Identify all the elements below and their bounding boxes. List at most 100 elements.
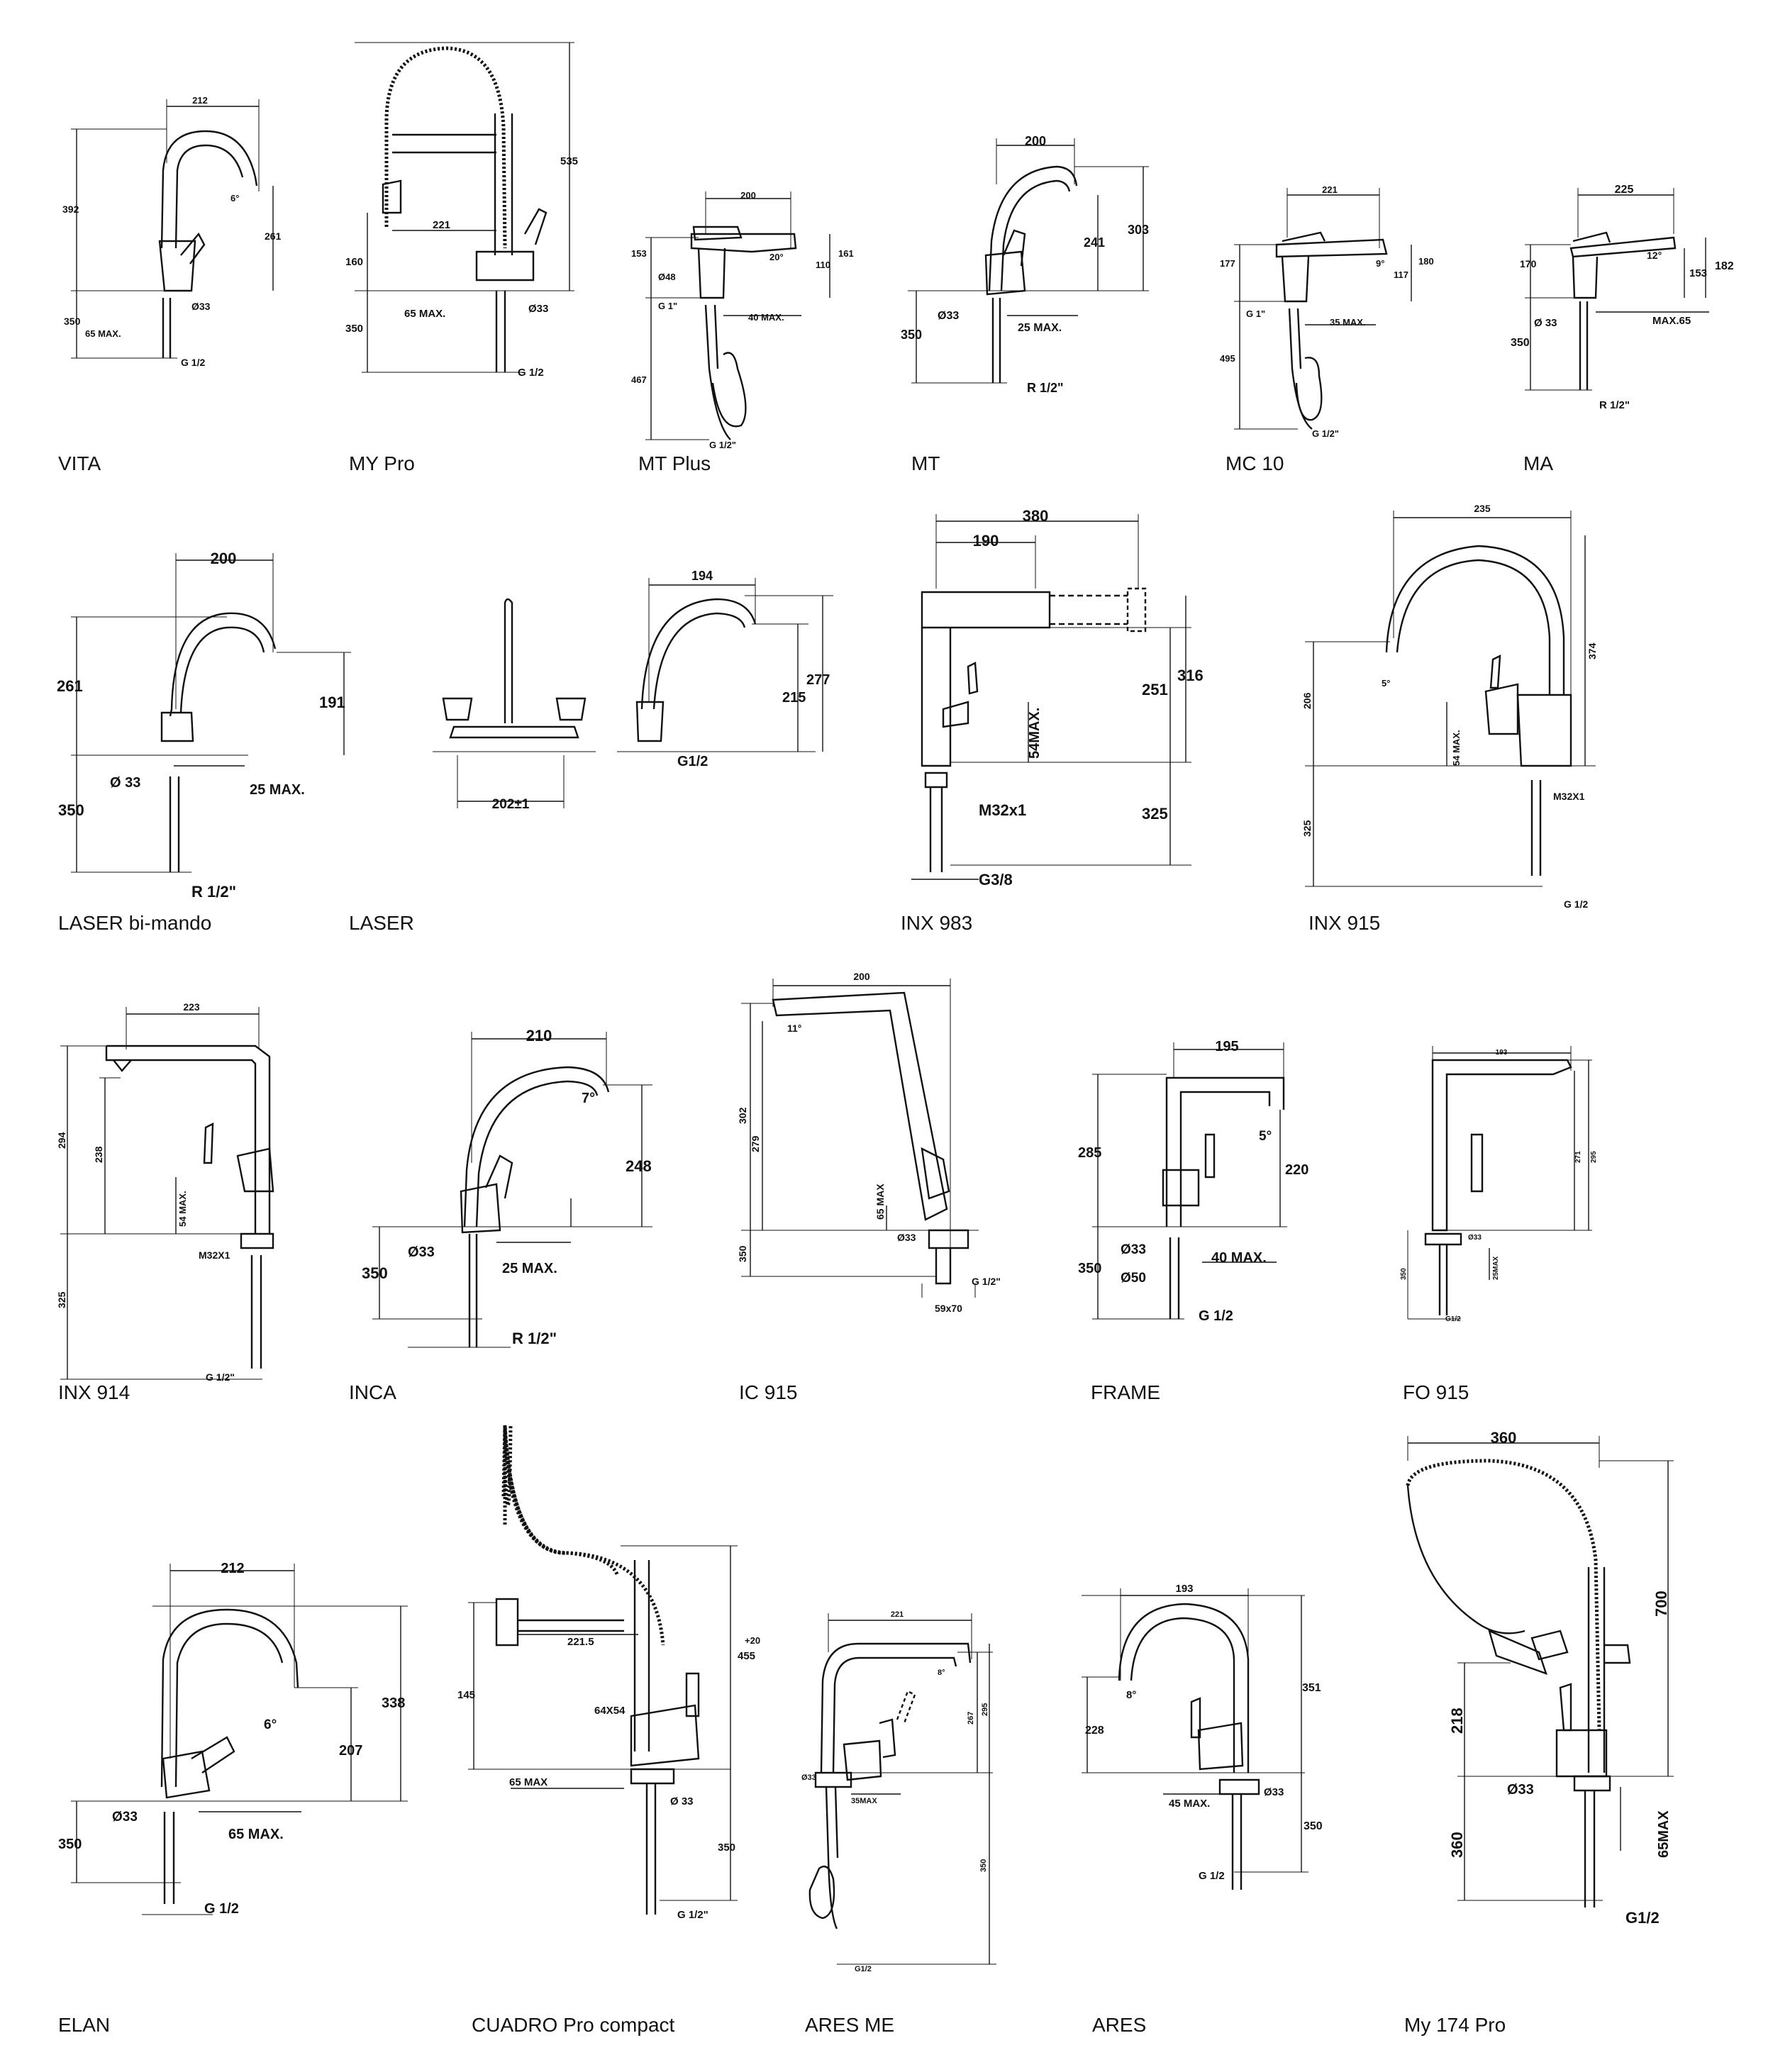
- dim-mc10-3: 9°: [1376, 258, 1384, 269]
- model-name-aresme: ARES ME: [805, 2014, 895, 2036]
- dim-inx914-0: 223: [183, 1001, 200, 1013]
- drawing-laser: 202±1 194 215 277 G1/2: [433, 569, 833, 812]
- dim-fo915-2: 295: [1590, 1151, 1598, 1163]
- dim-mypro-6: G 1/2: [518, 367, 544, 379]
- dim-laserbi-6: R 1/2": [191, 883, 236, 901]
- dim-aresme-6: 350: [979, 1859, 988, 1872]
- dim-ares-2: 228: [1085, 1725, 1104, 1737]
- dim-laser-3: G1/2: [677, 754, 708, 769]
- dim-inx983-6: 325: [1142, 805, 1168, 823]
- drawing-mt: 200 303 241 Ø33 25 MAX. 350 R 1/2": [901, 134, 1149, 395]
- model-name-frame: FRAME: [1091, 1381, 1160, 1403]
- drawing-laserbi: 200 261 191 Ø 33 25 MAX. 350 R 1/2": [57, 550, 351, 901]
- dim-fo915-6: G1/2: [1445, 1315, 1461, 1323]
- model-name-my174: My 174 Pro: [1404, 2014, 1506, 2036]
- dim-inx914-1: 294: [56, 1132, 67, 1149]
- dim-inx983-1: 190: [973, 532, 999, 550]
- model-name-elan: ELAN: [58, 2014, 111, 2036]
- dim-mt-6: R 1/2": [1027, 381, 1064, 395]
- dim-mtplus-0: 200: [740, 190, 756, 201]
- dim-laserbi-0: 200: [211, 550, 237, 567]
- dim-my174-0: 360: [1491, 1429, 1517, 1447]
- drawing-fo915: 193 271 295 Ø33 350 25MAX G1/2: [1400, 1046, 1598, 1323]
- dim-cuadro-2: 221.5: [567, 1636, 594, 1648]
- dim-ma-7: 350: [1511, 337, 1530, 349]
- dim-cuadro-7: 350: [718, 1842, 735, 1854]
- dim-mtplus-2: 161: [838, 248, 854, 259]
- dim-laserbi-2: 191: [319, 694, 345, 711]
- dim-aresme-4: Ø33: [801, 1773, 816, 1782]
- dim-ic915-5: Ø33: [897, 1232, 916, 1243]
- dim-elan-0: 212: [221, 1561, 244, 1576]
- dim-aresme-1: 8°: [938, 1669, 945, 1677]
- dim-elan-4: Ø33: [112, 1810, 138, 1825]
- dim-ma-0: 225: [1615, 184, 1634, 196]
- model-name-ma: MA: [1523, 452, 1553, 474]
- model-name-inx914: INX 914: [58, 1381, 130, 1403]
- dim-vita-4: Ø33: [191, 301, 211, 312]
- dim-fo915-0: 193: [1496, 1049, 1508, 1057]
- dim-laserbi-3: Ø 33: [110, 775, 140, 791]
- dim-fo915-5: 25MAX: [1492, 1256, 1500, 1280]
- dim-ma-2: 12°: [1647, 250, 1662, 261]
- dim-inca-0: 210: [526, 1027, 552, 1045]
- dim-vita-2: 261: [265, 230, 282, 242]
- drawing-ma: 225 170 12° 153 182 Ø 33 MAX.65 350 R 1/…: [1511, 184, 1734, 411]
- dim-elan-5: 65 MAX.: [228, 1827, 284, 1842]
- dim-ic915-1: 11°: [787, 1023, 801, 1034]
- dim-ares-7: G 1/2: [1199, 1870, 1225, 1882]
- dim-elan-7: G 1/2: [204, 1901, 239, 1917]
- dim-inx983-5: M32x1: [979, 801, 1026, 819]
- dim-laser-4: 202±1: [492, 797, 530, 812]
- dim-inx915-2: 374: [1586, 642, 1598, 659]
- dim-mtplus-3: 20°: [769, 252, 784, 262]
- model-name-fo915: FO 915: [1403, 1381, 1469, 1403]
- dim-aresme-0: 221: [891, 1610, 904, 1619]
- dim-my174-3: Ø33: [1507, 1782, 1534, 1798]
- dim-ares-6: 350: [1304, 1820, 1323, 1832]
- dim-cuadro-0: 455: [738, 1650, 755, 1662]
- dim-inca-6: R 1/2": [512, 1330, 557, 1347]
- dim-mypro-1: 221: [433, 219, 450, 231]
- dim-vita-0: 212: [192, 95, 208, 106]
- dim-frame-7: Ø50: [1121, 1271, 1146, 1286]
- dim-mtplus-8: 467: [631, 374, 647, 385]
- dim-frame-0: 195: [1215, 1039, 1238, 1054]
- dim-ares-4: 45 MAX.: [1169, 1798, 1210, 1810]
- model-name-mtplus: MT Plus: [638, 452, 711, 474]
- model-name-ares: ARES: [1092, 2014, 1147, 2036]
- dim-ma-6: MAX.65: [1652, 315, 1691, 327]
- dim-cuadro-5: 65 MAX: [509, 1776, 548, 1788]
- dim-aresme-2: 267: [967, 1712, 975, 1725]
- drawing-inca: 210 7° 248 Ø33 25 MAX. 350 R 1/2": [362, 1027, 652, 1348]
- model-name-ic915: IC 915: [739, 1381, 798, 1403]
- dim-mtplus-6: G 1": [658, 301, 677, 311]
- dim-mc10-1: 177: [1220, 258, 1235, 269]
- dim-ic915-7: G 1/2": [972, 1276, 1001, 1287]
- dim-inx915-0: 235: [1474, 503, 1491, 514]
- dim-mt-2: 241: [1084, 235, 1105, 250]
- dim-inx915-6: 325: [1301, 820, 1313, 837]
- model-name-laser: LASER: [349, 912, 414, 934]
- dim-inx983-4: 54MAX.: [1027, 708, 1043, 759]
- dim-ic915-6: 350: [737, 1245, 748, 1262]
- dim-mtplus-5: Ø48: [658, 272, 676, 282]
- dim-ma-5: Ø 33: [1534, 317, 1557, 329]
- dim-mt-1: 303: [1128, 223, 1149, 237]
- dim-mtplus-7: 40 MAX.: [748, 312, 784, 323]
- dim-laserbi-1: 261: [57, 677, 83, 695]
- dim-elan-2: 207: [339, 1743, 362, 1759]
- dim-mc10-0: 221: [1322, 184, 1338, 195]
- dim-cuadro-3: 145: [457, 1689, 475, 1701]
- dim-frame-4: Ø33: [1121, 1242, 1146, 1257]
- dim-my174-6: G1/2: [1625, 1909, 1660, 1927]
- dim-fo915-3: Ø33: [1468, 1234, 1482, 1242]
- dim-vita-6: 65 MAX.: [85, 328, 121, 339]
- drawing-vita: 212 392 261 6° Ø33 350 65 MAX. G 1/2: [62, 95, 282, 368]
- dim-vita-7: G 1/2: [181, 357, 205, 368]
- dim-inca-4: 25 MAX.: [502, 1261, 557, 1276]
- dim-inca-5: 350: [362, 1264, 388, 1282]
- dim-mt-4: 25 MAX.: [1018, 322, 1062, 334]
- dim-vita-3: 6°: [230, 193, 239, 204]
